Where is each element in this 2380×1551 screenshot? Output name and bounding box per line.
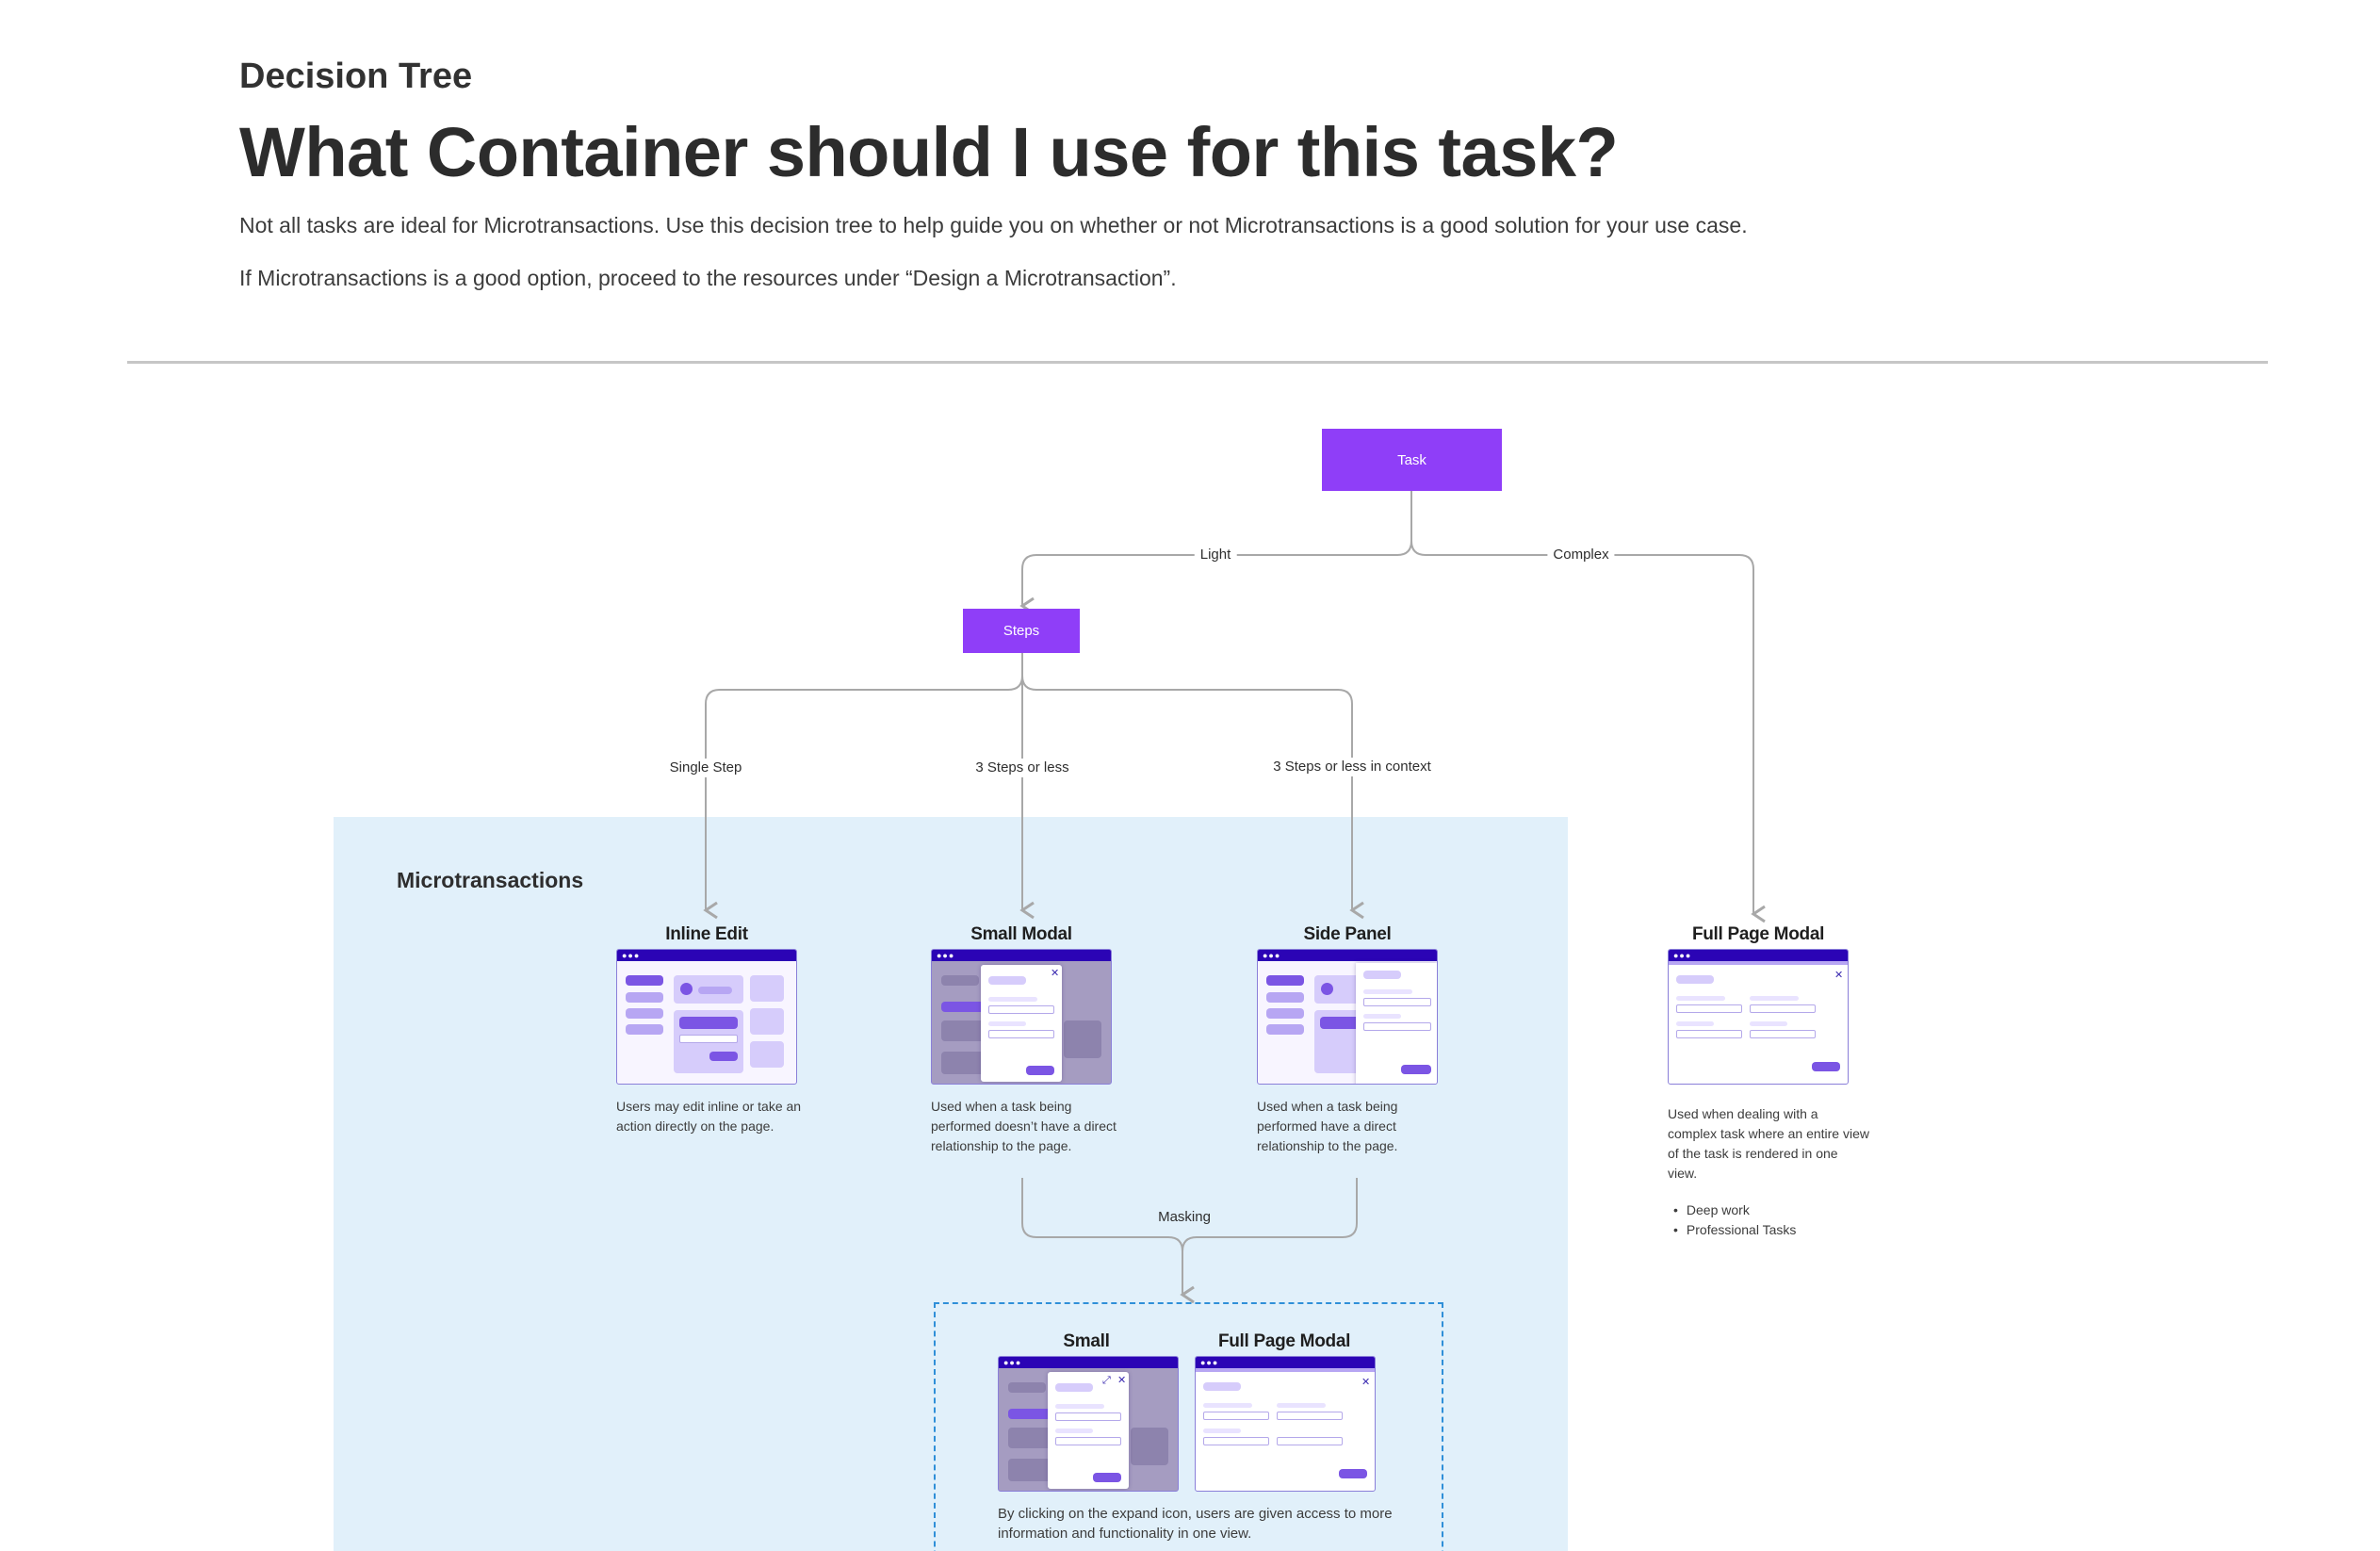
masking-full-page-title: Full Page Modal: [1217, 1331, 1351, 1351]
close-icon[interactable]: ✕: [1117, 1375, 1127, 1386]
bullet-item: Deep work: [1673, 1200, 1796, 1220]
eyebrow-label: Decision Tree: [239, 57, 473, 96]
full-page-modal-bullets: Deep work Professional Tasks: [1673, 1200, 1796, 1240]
masking-description: By clicking on the expand icon, users ar…: [998, 1506, 1393, 1542]
window-dots-icon: ●●●: [937, 951, 955, 960]
edge-label-complex: Complex: [1547, 546, 1615, 564]
window-dots-icon: ●●●: [1003, 1358, 1022, 1367]
section-divider: [127, 361, 2268, 364]
masking-small-title: Small: [1063, 1331, 1110, 1351]
close-icon[interactable]: ✕: [1834, 970, 1844, 981]
side-panel-thumbnail[interactable]: ●●●: [1257, 949, 1438, 1085]
small-modal-description: Used when a task being performed doesn’t…: [931, 1099, 1117, 1153]
inline-edit-thumbnail[interactable]: ●●●: [616, 949, 797, 1085]
edge-label-light: Light: [1194, 546, 1237, 564]
full-page-modal-thumbnail[interactable]: ●●● ✕: [1668, 949, 1849, 1085]
bullet-item: Professional Tasks: [1673, 1220, 1796, 1240]
window-dots-icon: ●●●: [1263, 951, 1281, 960]
inline-edit-title: Inline Edit: [665, 924, 748, 944]
small-modal-thumbnail[interactable]: ●●● ✕: [931, 949, 1112, 1085]
masking-full-page-thumbnail[interactable]: ●●● ✕: [1195, 1356, 1376, 1492]
page-description: Not all tasks are ideal for Microtransac…: [239, 213, 1748, 237]
window-dots-icon: ●●●: [1200, 1358, 1219, 1367]
edge-masking-left: [1021, 1178, 1195, 1304]
edge-masking-right: [1182, 1178, 1358, 1252]
task-node[interactable]: Task: [1322, 429, 1502, 491]
edge-label-single-step: Single Step: [663, 759, 748, 777]
edge-steps-context: [1021, 675, 1364, 920]
page-header: Decision Tree What Container should I us…: [239, 55, 2218, 292]
side-panel-description: Used when a task being performed have a …: [1257, 1099, 1398, 1153]
side-panel-title: Side Panel: [1303, 924, 1392, 944]
edge-label-three-steps: 3 Steps or less: [970, 759, 1075, 777]
page-note: If Microtransactions is a good option, p…: [239, 266, 1177, 290]
steps-node[interactable]: Steps: [963, 609, 1080, 653]
edge-label-three-steps-context: 3 Steps or less in context: [1267, 758, 1437, 776]
window-dots-icon: ●●●: [1673, 951, 1692, 960]
full-page-modal-description: Used when dealing with a complex task wh…: [1668, 1106, 1869, 1181]
masking-small-thumbnail[interactable]: ●●● ⤢ ✕: [998, 1356, 1179, 1492]
edge-steps-single: [703, 653, 1023, 920]
full-page-modal-title: Full Page Modal: [1691, 924, 1825, 944]
close-icon[interactable]: ✕: [1051, 968, 1060, 979]
expand-icon[interactable]: ⤢: [1102, 1375, 1111, 1386]
edge-label-masking: Masking: [1152, 1208, 1216, 1227]
inline-edit-description: Users may edit inline or take an action …: [616, 1099, 802, 1134]
microtransactions-label: Microtransactions: [397, 868, 584, 892]
close-icon[interactable]: ✕: [1361, 1377, 1371, 1388]
page-title: What Container should I use for this tas…: [239, 113, 1619, 191]
window-dots-icon: ●●●: [622, 951, 641, 960]
small-modal-title: Small Modal: [970, 924, 1072, 944]
